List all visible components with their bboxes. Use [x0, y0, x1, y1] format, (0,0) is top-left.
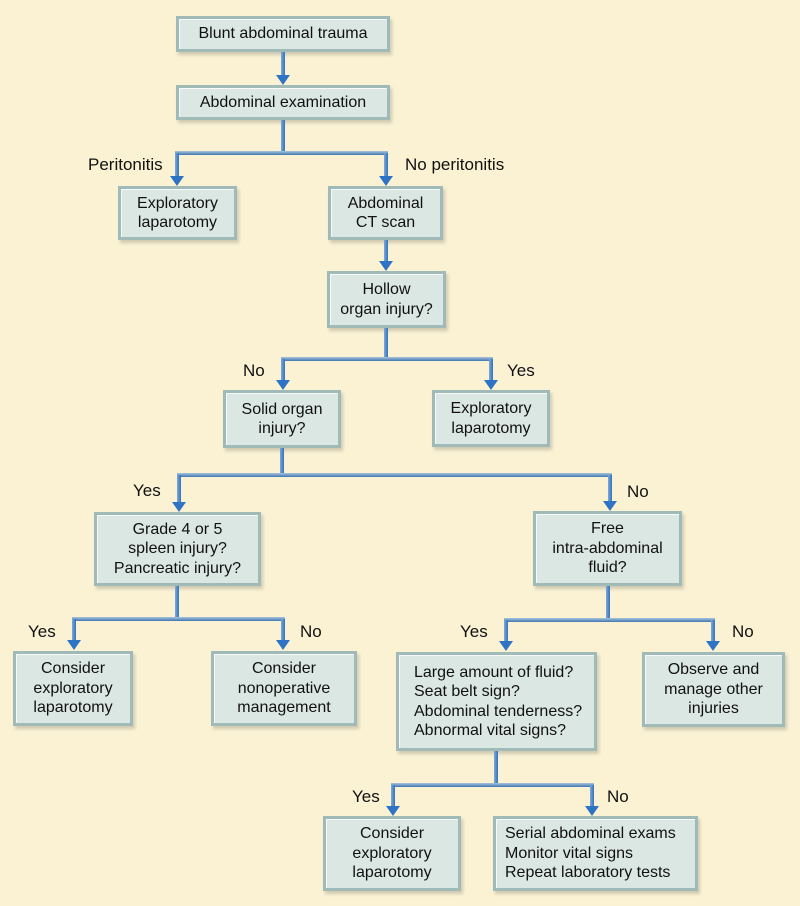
arrow-line — [175, 153, 179, 178]
arrow-line — [590, 785, 594, 807]
node-consider-exploratory-laparotomy-fluid: Consider exploratory laparotomy — [323, 816, 461, 891]
edge-label-no-peritonitis: No peritonitis — [405, 155, 505, 174]
arrow-line — [175, 151, 388, 155]
edge-label-fluid-yes: Yes — [460, 622, 488, 641]
arrow-line — [608, 475, 612, 502]
node-exploratory-laparotomy-hollow: Exploratory laparotomy — [432, 390, 550, 447]
edge-label-hollow-yes: Yes — [507, 361, 535, 380]
arrow-down-icon — [276, 75, 290, 85]
arrow-down-icon — [276, 640, 290, 650]
arrow-line — [384, 240, 388, 262]
node-consider-exploratory-laparotomy-spleen: Consider exploratory laparotomy — [13, 651, 133, 726]
arrow-line — [72, 619, 76, 641]
arrow-down-icon — [379, 261, 393, 271]
arrow-line — [711, 620, 715, 642]
arrow-down-icon — [706, 641, 720, 651]
node-abdominal-examination: Abdominal examination — [176, 85, 390, 120]
arrow-line — [72, 617, 285, 621]
arrow-line — [606, 586, 610, 620]
edge-label-solid-yes: Yes — [133, 481, 161, 500]
arrow-down-icon — [170, 176, 184, 186]
arrow-down-icon — [379, 176, 393, 186]
node-observe-manage-other-injuries: Observe and manage other injuries — [642, 652, 785, 727]
arrow-down-icon — [172, 502, 186, 512]
arrow-line — [504, 620, 508, 642]
node-grade-spleen-pancreatic-injury: Grade 4 or 5 spleen injury? Pancreatic i… — [94, 512, 261, 586]
arrow-down-icon — [484, 380, 498, 390]
node-abdominal-ct-scan: Abdominal CT scan — [328, 186, 443, 240]
arrow-down-icon — [276, 380, 290, 390]
arrow-line — [384, 328, 388, 359]
arrow-line — [281, 120, 285, 155]
edge-label-peritonitis: Peritonitis — [88, 155, 163, 174]
arrow-down-icon — [386, 806, 400, 816]
arrow-line — [281, 619, 285, 641]
edge-label-solid-no: No — [627, 482, 649, 501]
arrow-line — [489, 359, 493, 381]
node-free-intra-abdominal-fluid: Free intra-abdominal fluid? — [533, 511, 682, 586]
arrow-line — [504, 618, 715, 622]
arrow-line — [281, 357, 493, 361]
arrow-line — [280, 448, 284, 475]
arrow-line — [177, 473, 612, 477]
arrow-line — [281, 52, 285, 76]
edge-label-findings-no: No — [607, 787, 629, 806]
node-serial-monitoring: Serial abdominal exams Monitor vital sig… — [493, 816, 698, 891]
arrow-down-icon — [499, 641, 513, 651]
arrow-line — [391, 785, 395, 807]
arrow-down-icon — [603, 501, 617, 511]
edge-label-spleen-no: No — [300, 622, 322, 641]
node-exploratory-laparotomy-peritonitis: Exploratory laparotomy — [118, 186, 237, 240]
node-solid-organ-injury: Solid organ injury? — [223, 390, 341, 448]
edge-label-findings-yes: Yes — [352, 787, 380, 806]
arrow-line — [281, 359, 285, 381]
edge-label-fluid-no: No — [732, 622, 754, 641]
node-consider-nonoperative-management: Consider nonoperative management — [211, 651, 357, 726]
arrow-down-icon — [67, 640, 81, 650]
arrow-line — [177, 475, 181, 503]
arrow-line — [175, 586, 179, 619]
edge-label-hollow-no: No — [243, 361, 265, 380]
node-fluid-findings-questions: Large amount of fluid? Seat belt sign? A… — [396, 652, 597, 751]
node-hollow-organ-injury: Hollow organ injury? — [327, 271, 446, 328]
edge-label-spleen-yes: Yes — [28, 622, 56, 641]
arrow-line — [391, 783, 594, 787]
node-blunt-abdominal-trauma: Blunt abdominal trauma — [176, 16, 390, 52]
arrow-line — [494, 751, 498, 785]
arrow-down-icon — [585, 806, 599, 816]
arrow-line — [384, 153, 388, 178]
